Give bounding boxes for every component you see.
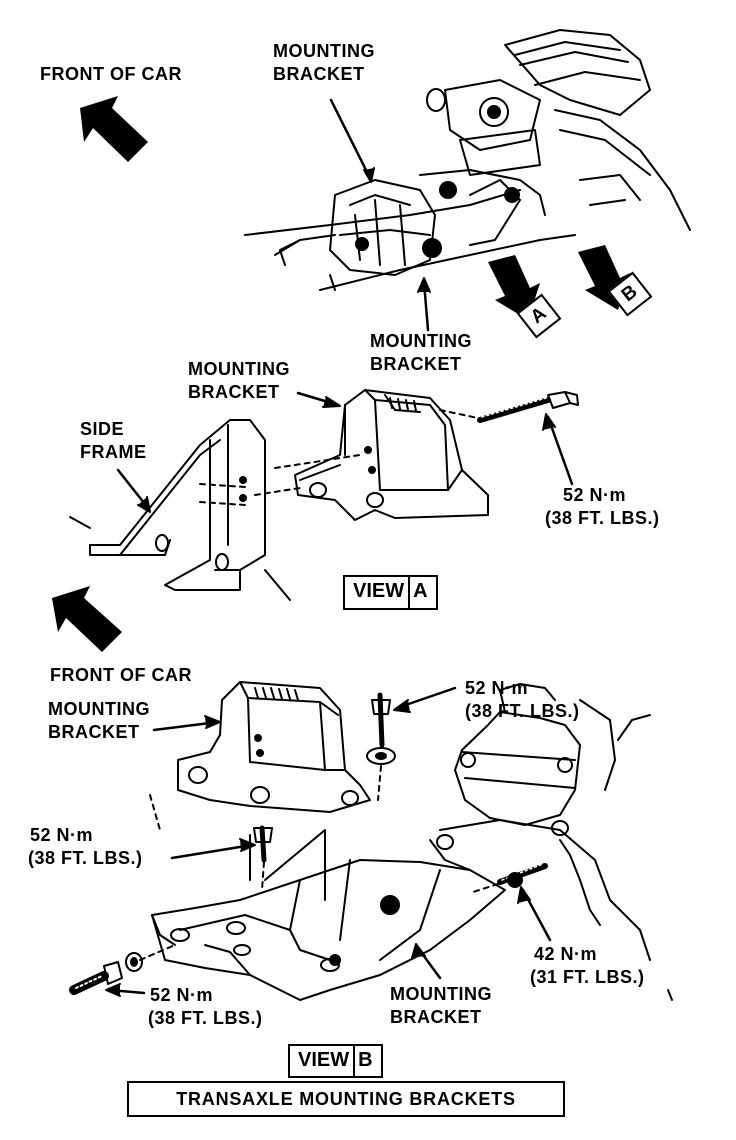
top-leader-lines — [329, 98, 431, 332]
frame-rails — [244, 169, 576, 291]
label-line: BRACKET — [390, 1007, 482, 1027]
label-line: MOUNTING — [370, 331, 472, 351]
figure-caption: TRANSAXLE MOUNTING BRACKETS — [127, 1081, 565, 1117]
torque-spec-label: 52 N·m (38 FT. LBS.) — [465, 677, 580, 723]
front-of-car-label: FRONT OF CAR — [40, 64, 182, 84]
label-line: (31 FT. LBS.) — [530, 967, 645, 987]
mounting-bracket-label: MOUNTING BRACKET — [273, 40, 375, 86]
mounting-bracket-label: MOUNTING BRACKET — [370, 330, 472, 376]
front-of-car-label: FRONT OF CAR — [50, 665, 192, 685]
label-line: BRACKET — [273, 64, 365, 84]
view-a-leaders — [116, 391, 574, 513]
label-line: SIDE — [80, 419, 125, 439]
front-arrow-icon — [52, 586, 122, 652]
label-line: 52 N·m — [563, 485, 627, 505]
label-line: MOUNTING — [390, 984, 492, 1004]
label-line: 42 N·m — [534, 944, 598, 964]
view-b-bracket-drawing — [149, 681, 371, 831]
view-letter: B — [353, 1046, 380, 1076]
label-line: (38 FT. LBS.) — [148, 1008, 263, 1028]
view-a-bolt — [477, 391, 579, 423]
view-b-label: VIEW B — [288, 1044, 383, 1078]
label-line: 52 N·m — [465, 678, 529, 698]
view-a-label: VIEW A — [343, 575, 438, 610]
view-word: VIEW — [353, 580, 405, 602]
label-line: 52 N·m — [30, 825, 94, 845]
label-line: FRAME — [80, 442, 147, 462]
view-a-bracket-drawing — [254, 389, 489, 521]
view-letter: A — [408, 577, 435, 608]
torque-spec-label: 52 N·m (38 FT. LBS.) — [148, 984, 263, 1030]
view-b-bolts — [69, 692, 548, 995]
label-line: BRACKET — [370, 354, 462, 374]
label-line: BRACKET — [188, 382, 280, 402]
label-line: BRACKET — [48, 722, 140, 742]
label-line: (38 FT. LBS.) — [28, 848, 143, 868]
engine-outline — [426, 29, 691, 231]
view-b-lower-bracket-drawing — [151, 829, 506, 1001]
mounting-bracket-label: MOUNTING BRACKET — [390, 983, 492, 1029]
torque-spec-label: 52 N·m (38 FT. LBS.) — [545, 484, 660, 530]
mounting-bracket-label: MOUNTING BRACKET — [188, 358, 290, 404]
view-b-leaders — [105, 686, 552, 997]
mounting-bracket-label: MOUNTING BRACKET — [48, 698, 150, 744]
top-mounting-bracket — [329, 179, 521, 276]
label-line: MOUNTING — [48, 699, 150, 719]
front-arrow-icon — [80, 96, 148, 162]
label-line: MOUNTING — [273, 41, 375, 61]
view-word: VIEW — [298, 1049, 350, 1071]
label-line: 52 N·m — [150, 985, 214, 1005]
side-frame-drawing — [69, 419, 291, 601]
torque-spec-label: 42 N·m (31 FT. LBS.) — [530, 943, 645, 989]
label-line: (38 FT. LBS.) — [465, 701, 580, 721]
view-b-transaxle-drawing — [429, 683, 673, 1001]
label-line: MOUNTING — [188, 359, 290, 379]
torque-spec-label: 52 N·m (38 FT. LBS.) — [28, 824, 143, 870]
label-line: (38 FT. LBS.) — [545, 508, 660, 528]
side-frame-label: SIDE FRAME — [80, 418, 147, 464]
